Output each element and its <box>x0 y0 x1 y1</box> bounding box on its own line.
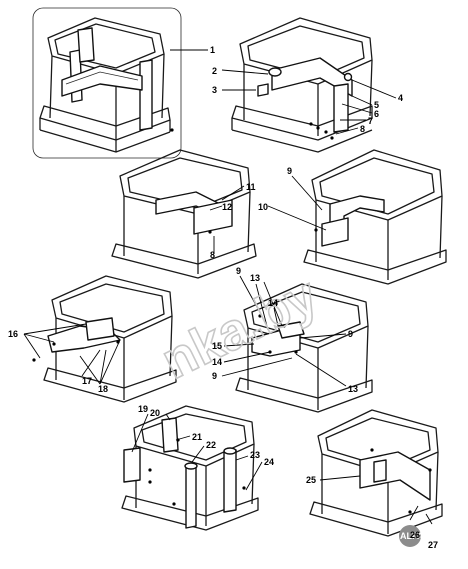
cab-frame-5 <box>43 275 177 403</box>
cab-frame-6 <box>235 283 373 413</box>
panel-3 <box>111 149 257 279</box>
overview-frame-box <box>32 7 182 159</box>
duct-assembly-4 <box>321 195 385 247</box>
callout-12: 12 <box>222 202 232 212</box>
callout-22: 22 <box>206 440 216 450</box>
callout-2: 2 <box>212 66 217 76</box>
callout-9-right: 9 <box>348 329 353 339</box>
callout-23: 23 <box>250 450 260 460</box>
leader-lines <box>23 49 433 525</box>
panel-2 <box>231 17 373 153</box>
callout-16: 16 <box>8 329 18 339</box>
callout-25: 25 <box>306 475 316 485</box>
callout-19: 19 <box>138 404 148 414</box>
callout-9-left: 9 <box>236 266 241 276</box>
callout-1: 1 <box>210 45 215 55</box>
duct-assembly-3 <box>155 191 233 235</box>
callout-14-top: 14 <box>268 298 278 308</box>
callout-3: 3 <box>212 85 217 95</box>
callout-6: 6 <box>374 109 379 119</box>
callout-labels: 1 2 3 4 5 6 7 8 11 12 8 9 10 9 13 14 16 … <box>8 45 438 550</box>
callout-18: 18 <box>98 384 108 394</box>
panel-7 <box>121 405 259 531</box>
callout-26: 26 <box>410 530 420 540</box>
callout-24: 24 <box>264 457 274 467</box>
callout-13-top: 13 <box>250 273 260 283</box>
cab-frame-8 <box>309 409 443 537</box>
corner-logo: ALFA <box>399 525 424 547</box>
watermark-text: nka.by <box>153 266 327 390</box>
panel-5 <box>43 275 177 403</box>
duct-assembly-5 <box>47 317 121 353</box>
panel-overview <box>32 7 182 159</box>
fasteners <box>32 122 432 514</box>
corner-logo-text: ALFA <box>400 531 424 541</box>
callout-10: 10 <box>258 202 268 212</box>
cab-frame-3 <box>111 149 257 279</box>
duct-assembly-2 <box>257 57 353 133</box>
cab-frame-2 <box>231 17 373 153</box>
callout-9-bottom: 9 <box>212 371 217 381</box>
callout-17: 17 <box>82 376 92 386</box>
callout-11: 11 <box>246 182 256 192</box>
callout-21: 21 <box>192 432 202 442</box>
callout-5: 5 <box>374 100 379 110</box>
callout-7: 7 <box>368 116 373 126</box>
duct-assembly-1 <box>61 27 153 131</box>
panel-8 <box>309 409 443 537</box>
panel-6 <box>235 283 373 413</box>
callout-13-bottom: 13 <box>348 384 358 394</box>
cab-frame-7 <box>121 405 259 531</box>
callout-20: 20 <box>150 408 160 418</box>
callout-27: 27 <box>428 540 438 550</box>
cab-frame-4 <box>303 149 447 285</box>
duct-assembly-7 <box>123 417 237 529</box>
callout-4: 4 <box>398 93 403 103</box>
callout-9-upper-right: 9 <box>287 166 292 176</box>
panel-4 <box>303 149 447 285</box>
duct-assembly-8 <box>359 451 431 501</box>
callout-8-mid: 8 <box>210 250 215 260</box>
callout-15: 15 <box>212 341 222 351</box>
callout-14-bottom: 14 <box>212 357 222 367</box>
callout-8-top: 8 <box>360 124 365 134</box>
